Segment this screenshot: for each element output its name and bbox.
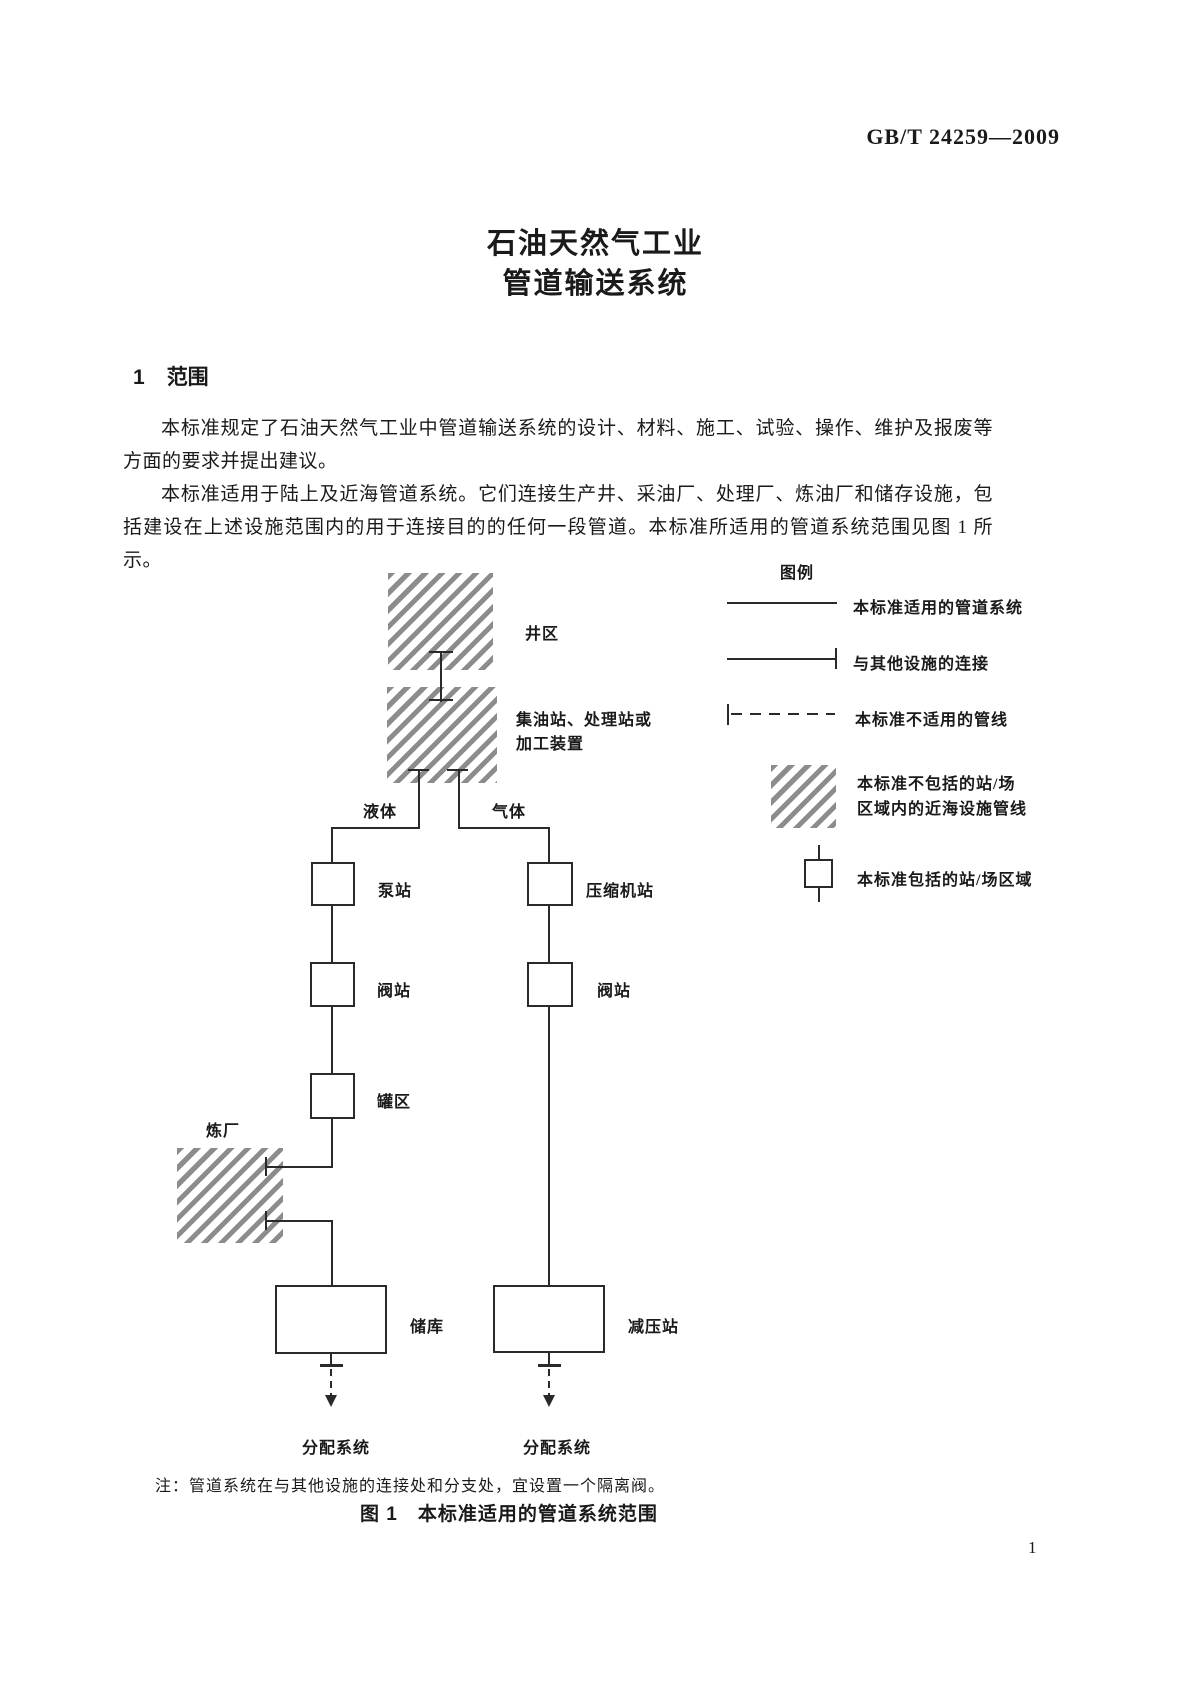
legend-dashed-line-symbol: [731, 713, 835, 715]
pressure-reduction-box: [493, 1285, 605, 1353]
label-distribution-right: 分配系统: [523, 1440, 592, 1457]
legend-dashed-tick-symbol: [727, 704, 729, 725]
pipe-liquid-to-pump: [331, 827, 333, 864]
pipe-well-to-gathering: [440, 652, 442, 702]
label-pump-station: 泵站: [378, 883, 413, 900]
label-gathering-station: 集油站、处理站或 加工装置: [516, 709, 652, 757]
legend-item5-label: 本标准包括的站/场区域: [857, 872, 1033, 889]
valve-station-right-box: [527, 962, 573, 1007]
pipe-liquid-horizontal: [331, 827, 420, 829]
pipe-liquid-drop: [418, 771, 420, 829]
pipe-reduction-stub: [548, 1351, 550, 1365]
paragraph-scope-2: 本标准适用于陆上及近海管道系统。它们连接生产井、采油厂、处理厂、炼油厂和储存设施…: [123, 484, 993, 571]
pipe-tank-down: [331, 1117, 333, 1168]
refinery-hatch: [177, 1148, 283, 1243]
paragraph-scope-1: 本标准规定了石油天然气工业中管道输送系统的设计、材料、施工、试验、操作、维护及报…: [123, 418, 993, 472]
legend-item3-label: 本标准不适用的管线: [855, 712, 1009, 729]
pipe-out-of-refinery: [266, 1220, 333, 1222]
pipe-gas-horizontal: [458, 827, 550, 829]
legend-solid-line-symbol: [727, 602, 837, 604]
label-refinery: 炼厂: [206, 1123, 241, 1140]
page-number: 1: [1028, 1538, 1037, 1557]
pipe-compressor-to-valve: [548, 904, 550, 964]
section-title: 范围: [166, 366, 209, 389]
legend-hatch-symbol: [771, 765, 836, 828]
figure-note: 注：管道系统在与其他设施的连接处和分支处，宜设置一个隔离阀。: [155, 1478, 666, 1495]
connection-tick-gas-outlet: [447, 769, 468, 771]
connection-tick-refinery-in: [265, 1157, 267, 1176]
pipe-valve-to-reduction: [548, 1005, 550, 1287]
legend-connection-tick-symbol: [835, 648, 837, 669]
label-tank-area: 罐区: [377, 1094, 412, 1111]
legend-connection-line-symbol: [727, 658, 837, 660]
legend-item2-label: 与其他设施的连接: [853, 656, 990, 673]
legend-item4-line1: 本标准不包括的站/场: [857, 776, 1016, 793]
tank-area-box: [310, 1073, 355, 1119]
pipe-storage-stub: [330, 1352, 332, 1365]
label-storage-depot: 储库: [410, 1319, 445, 1336]
connection-tick-refinery-out: [265, 1211, 267, 1230]
label-distribution-left: 分配系统: [302, 1440, 371, 1457]
connection-tick-storage: [320, 1364, 343, 1367]
pipe-gas-to-compressor: [548, 827, 550, 864]
label-gas: 气体: [492, 804, 527, 821]
document-title-line1: 石油天然气工业: [486, 228, 704, 260]
document-title: 石油天然气工业 管道输送系统: [0, 224, 1191, 304]
section-heading: 1 范围: [133, 361, 209, 391]
valve-station-left-box: [310, 962, 355, 1007]
label-valve-station-right: 阀站: [597, 983, 632, 1000]
document-title-line2: 管道输送系统: [502, 268, 689, 300]
legend-station-box-symbol: [804, 859, 833, 888]
arrow-down-icon: [543, 1395, 555, 1407]
legend-station-line-bottom: [818, 886, 820, 902]
connection-tick-well: [429, 651, 453, 653]
label-gathering-line2: 加工装置: [516, 736, 585, 753]
dashed-line-storage-distribution: [330, 1369, 332, 1395]
connection-tick-gathering-top: [429, 699, 453, 701]
standard-number: GB/T 24259—2009: [866, 124, 1060, 149]
legend-item4-label: 本标准不包括的站/场 区域内的近海设施管线: [857, 772, 1027, 822]
storage-depot-box: [275, 1285, 387, 1354]
section-number: 1: [133, 366, 145, 389]
legend-title: 图例: [780, 565, 815, 582]
pipe-to-storage: [331, 1220, 333, 1287]
figure-caption: 图 1 本标准适用的管道系统范围: [360, 1504, 658, 1525]
gathering-station-hatch: [387, 687, 497, 783]
arrow-down-icon: [325, 1395, 337, 1407]
label-valve-station-left: 阀站: [377, 983, 412, 1000]
label-well-area: 井区: [525, 626, 560, 643]
label-pressure-reduction: 减压站: [628, 1319, 680, 1336]
label-gathering-line1: 集油站、处理站或: [516, 712, 653, 729]
legend-item4-line2: 区域内的近海设施管线: [857, 801, 1028, 818]
label-liquid: 液体: [363, 804, 398, 821]
label-compressor-station: 压缩机站: [586, 883, 655, 900]
pump-station-box: [311, 862, 355, 906]
pipe-valve-to-tank: [331, 1005, 333, 1075]
legend-station-line-top: [818, 845, 820, 860]
compressor-station-box: [527, 862, 573, 906]
pipe-pump-to-valve: [331, 904, 333, 964]
legend-item1-label: 本标准适用的管道系统: [853, 600, 1024, 617]
dashed-line-reduction-distribution: [548, 1369, 550, 1395]
connection-tick-reduction: [538, 1364, 561, 1367]
pipe-gas-drop: [458, 771, 460, 829]
pipe-into-refinery: [266, 1166, 333, 1168]
connection-tick-liquid-outlet: [408, 769, 429, 771]
